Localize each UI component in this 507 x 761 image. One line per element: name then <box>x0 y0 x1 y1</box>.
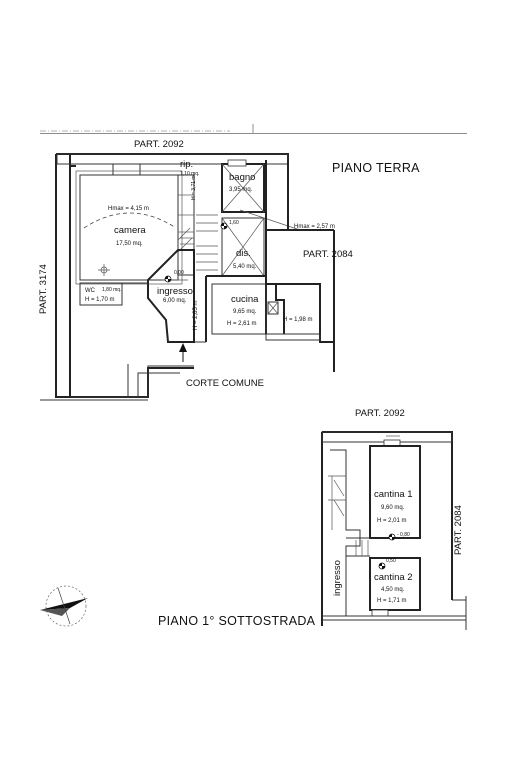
part-2092-ground: PART. 2092 <box>134 139 184 150</box>
courtyard-label: CORTE COMUNE <box>186 378 264 389</box>
camera-name: camera <box>114 225 146 236</box>
vault-arc <box>83 212 177 229</box>
ground-floor-plan <box>40 153 335 401</box>
annex-height: H = 1,98 m <box>283 317 313 323</box>
bagno-name: bagno <box>229 172 255 183</box>
wc-name: WC <box>85 288 96 294</box>
cantina1-name: cantina 1 <box>374 489 413 500</box>
cantina2-level: 0,50 <box>386 558 396 564</box>
cucina-name: cucina <box>231 294 259 305</box>
rip-height: 1,10 mq. <box>180 171 199 177</box>
ground-floor-title: PIANO TERRA <box>332 161 420 175</box>
wc-height: H = 1,70 m <box>85 297 115 303</box>
cucina-area: 9,65 mq. <box>233 309 257 315</box>
cantina2-area: 4,50 mq. <box>381 587 405 593</box>
camera-area: 17,50 mq. <box>116 241 143 247</box>
rip-name: rip. <box>180 159 193 170</box>
basement-title: PIANO 1° SOTTOSTRADA <box>158 614 316 628</box>
scan-artifact <box>40 124 467 134</box>
level-marker-icon <box>164 275 172 283</box>
rip-vertical-height: H = 3,71 m <box>191 175 197 200</box>
level-marker-icon <box>378 562 386 570</box>
room-cantina-2 <box>369 557 421 611</box>
ingresso-level: 0,00 <box>174 270 184 276</box>
level-marker-icon <box>388 533 396 541</box>
ingresso-area: 6,00 mq. <box>163 298 187 304</box>
cantina1-level: - 0,80 <box>397 532 410 538</box>
room-wc <box>79 282 123 306</box>
camera-hmax: Hmax = 4,15 m <box>108 206 149 212</box>
ingresso-vertical-height: H = 2,85 m <box>193 300 199 330</box>
room-cucina <box>211 283 267 335</box>
dis-hmax: Hmax = 2,57 m <box>294 224 335 230</box>
basement-plan <box>321 431 467 630</box>
cantina2-name: cantina 2 <box>374 572 413 583</box>
north-arrow-icon <box>40 585 88 627</box>
cantina2-height: H = 1,71 m <box>377 598 407 604</box>
dis-area: 5,40 mq. <box>233 264 257 270</box>
room-ingresso <box>147 249 195 343</box>
level-marker-icon <box>220 222 228 230</box>
entrance-arrow-icon <box>179 343 187 362</box>
ingresso-name: ingresso <box>157 286 193 297</box>
part-2092-basement: PART. 2092 <box>355 408 405 419</box>
dis-name: dis. <box>236 248 251 259</box>
part-2084-ground: PART. 2084 <box>303 249 353 260</box>
cantina1-area: 9,60 mq. <box>381 505 405 511</box>
bagno-area: 3,95 mq. <box>229 187 253 193</box>
basement-entrance-label: ingresso <box>332 560 343 596</box>
part-2084-basement: PART. 2084 <box>453 505 464 555</box>
part-3174: PART. 3174 <box>38 264 49 314</box>
dis-level: 1,60 <box>229 220 239 226</box>
wc-area: 1,80 mq. <box>102 287 121 293</box>
cucina-height: H = 2,61 m <box>227 321 257 327</box>
cantina1-height: H = 2,01 m <box>377 518 407 524</box>
